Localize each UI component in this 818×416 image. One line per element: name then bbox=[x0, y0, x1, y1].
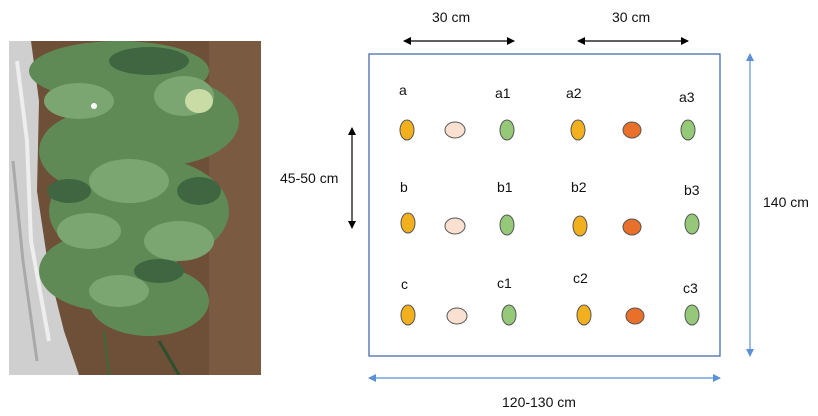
plant-label-b2: b2 bbox=[571, 179, 587, 195]
vegetable-bed-photo bbox=[9, 41, 261, 375]
plant-peach bbox=[444, 217, 466, 235]
plant-label-c3: c3 bbox=[683, 280, 698, 296]
plant-label-a1: a1 bbox=[495, 85, 511, 101]
plant-green bbox=[499, 214, 515, 236]
plant-green bbox=[684, 213, 700, 235]
row-spacing-label: 45-50 cm bbox=[280, 170, 338, 186]
plant-green bbox=[684, 304, 700, 326]
plant-peach bbox=[444, 121, 466, 139]
plant-label-a3: a3 bbox=[679, 89, 695, 105]
bed-length-label: 140 cm bbox=[763, 194, 809, 210]
plant-label-b3: b3 bbox=[684, 182, 700, 198]
plant-label-a: a bbox=[399, 82, 407, 98]
plant-label-c2: c2 bbox=[573, 270, 588, 286]
spacing-label-right: 30 cm bbox=[612, 9, 650, 25]
plant-green bbox=[501, 304, 517, 326]
plant-label-b: b bbox=[400, 179, 408, 195]
plant-label-c1: c1 bbox=[497, 275, 512, 291]
plant-label-a2: a2 bbox=[566, 85, 582, 101]
plant-green bbox=[680, 119, 696, 141]
plant-yellow bbox=[570, 119, 586, 141]
plant-orange bbox=[622, 218, 642, 236]
plant-label-c: c bbox=[401, 276, 408, 292]
plant-yellow bbox=[399, 119, 415, 141]
plant-orange bbox=[622, 121, 642, 139]
plant-green bbox=[499, 119, 515, 141]
spacing-label-left: 30 cm bbox=[432, 9, 470, 25]
bed-outline bbox=[368, 53, 721, 357]
plant-orange bbox=[625, 307, 645, 325]
bed-width-label: 120-130 cm bbox=[502, 394, 576, 410]
plant-yellow bbox=[400, 304, 416, 326]
plant-label-b1: b1 bbox=[497, 179, 513, 195]
plant-yellow bbox=[576, 304, 592, 326]
plant-peach bbox=[446, 307, 468, 325]
plant-yellow bbox=[400, 212, 416, 234]
plant-yellow bbox=[572, 215, 588, 237]
